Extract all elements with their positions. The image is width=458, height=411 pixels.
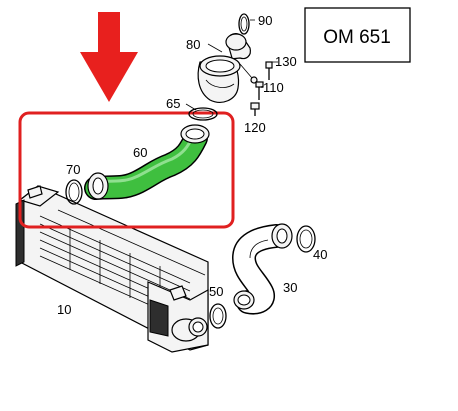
label-110: 110 (263, 80, 284, 95)
intercooler (15, 185, 209, 353)
label-130: 130 (275, 54, 297, 69)
label-65: 65 (166, 96, 180, 111)
bolt-110 (255, 81, 264, 100)
connection-pipe-80 (197, 32, 258, 103)
bolt-130 (265, 61, 273, 80)
label-70: 70 (66, 162, 80, 177)
engine-code-label: OM 651 (323, 27, 391, 48)
charge-air-hose-highlighted (84, 124, 210, 200)
engine-code-box: OM 651 (304, 7, 411, 63)
leader-lines (185, 19, 278, 111)
label-90: 90 (258, 13, 272, 28)
o-ring-40 (296, 225, 316, 253)
o-ring-50 (209, 303, 227, 329)
label-120: 120 (244, 120, 266, 135)
label-10: 10 (57, 302, 71, 317)
label-80: 80 (186, 37, 200, 52)
seal-90 (238, 13, 250, 35)
label-50: 50 (209, 284, 223, 299)
charge-air-hose-30 (231, 223, 293, 315)
label-40: 40 (313, 247, 327, 262)
highlight-box (18, 111, 235, 229)
o-ring-65 (188, 107, 218, 121)
o-ring-70 (65, 179, 83, 205)
red-arrow-icon (80, 12, 138, 102)
part-labels: 70 60 65 80 90 130 110 120 40 30 50 10 (57, 13, 327, 317)
label-30: 30 (283, 280, 297, 295)
label-60: 60 (133, 145, 147, 160)
bolt-120 (250, 102, 260, 116)
